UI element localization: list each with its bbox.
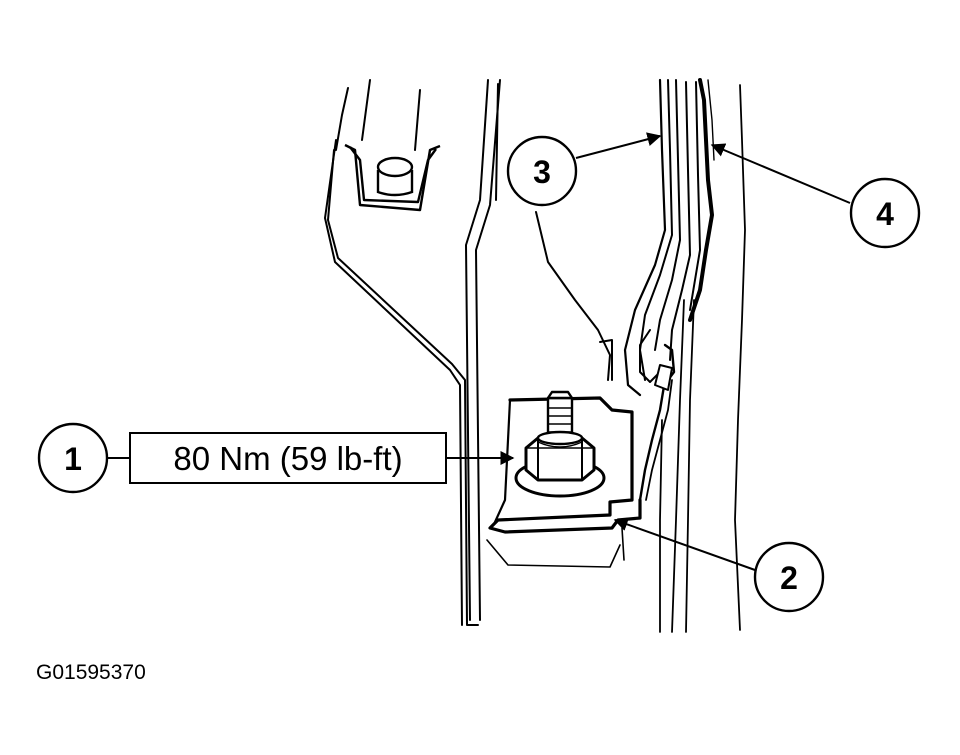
torque-spec-box: 80 Nm (59 lb-ft) xyxy=(129,432,447,484)
callout-circle-3 xyxy=(506,135,578,207)
body-panel xyxy=(324,79,501,626)
callout-number-2: 2 xyxy=(780,560,798,596)
leader-4 xyxy=(710,143,851,204)
torque-spec-label: 80 Nm (59 lb-ft) xyxy=(173,440,402,477)
callout-circle-4 xyxy=(849,177,921,249)
panel-pocket xyxy=(344,143,441,212)
bolt-nut xyxy=(514,390,606,498)
locating-peg xyxy=(376,156,414,197)
callout-4: 4 xyxy=(849,177,921,249)
leader-2 xyxy=(613,517,756,571)
callout-leaders xyxy=(107,132,851,571)
callout-circle-1 xyxy=(37,422,109,494)
callout-1: 1 xyxy=(37,422,109,494)
wiring-harness xyxy=(623,78,715,502)
callout-circle-2 xyxy=(753,541,825,613)
callout-3: 3 xyxy=(506,135,578,207)
mounting-bracket xyxy=(486,211,642,568)
right-panel-edge xyxy=(659,84,746,633)
callout-number-1: 1 xyxy=(64,441,82,477)
callout-2: 2 xyxy=(753,541,825,613)
callout-number-3: 3 xyxy=(533,154,551,190)
figure-id: G01595370 xyxy=(36,661,146,684)
leader-3 xyxy=(575,132,662,159)
callout-number-4: 4 xyxy=(876,196,894,232)
